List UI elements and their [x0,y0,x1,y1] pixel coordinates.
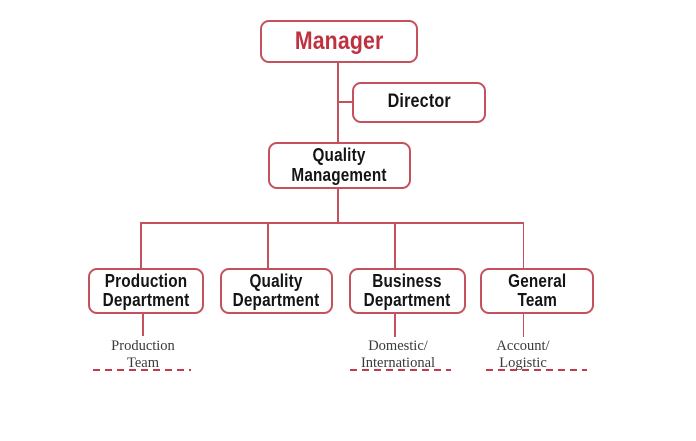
node-production-department: Production Department [88,268,204,314]
connector-drop-general-team [522,222,524,268]
connector-stub-account-logistic [522,314,524,337]
dashed-line-production-team [93,369,191,371]
connector-quality-management-to-bus [337,189,339,223]
connector-stub-domestic-international [394,314,396,337]
node-quality-management-label: Quality Management [292,146,387,184]
node-general-team-line1: General [507,270,567,291]
node-quality-management-line1: Quality [312,145,367,166]
connector-stub-production-team [142,314,144,336]
node-production-department-label: Production Department [102,270,190,310]
node-quality-department-label: Quality Department [233,270,320,310]
node-general-team-label: General Team [507,270,567,310]
node-general-team-line2: Team [517,290,557,310]
connector-drop-production-department [140,222,142,268]
node-general-team: General Team [480,268,594,314]
node-quality-department-line2: Department [233,290,320,310]
node-business-department-line2: Department [364,290,451,310]
node-manager: Manager [260,20,418,63]
connector-horizontal-bus [140,222,524,224]
sub-label-account-logistic-line1: Account/ [496,338,550,354]
node-quality-department: Quality Department [220,268,333,314]
connector-stub-to-director [337,101,353,103]
node-director: Director [352,82,486,123]
node-production-department-line2: Department [102,290,190,310]
sub-label-account-logistic-line2: Logistic [499,354,547,371]
sub-label-production-team-line2: Team [127,354,159,371]
sub-label-production-team: Production Team [83,338,203,371]
node-production-department-line1: Production [104,270,188,291]
dashed-line-domestic-international [350,369,451,371]
sub-label-domestic-international-line2: International [360,354,436,371]
node-quality-department-line1: Quality [249,270,304,291]
sub-label-domestic-international: Domestic/ International [338,338,458,371]
sub-label-domestic-international-line1: Domestic/ [368,338,428,354]
node-business-department-label: Business Department [364,270,451,310]
dashed-line-account-logistic [486,369,587,371]
sub-label-production-team-line1: Production [111,338,175,354]
connector-drop-business-department [394,222,396,268]
node-business-department: Business Department [349,268,466,314]
sub-label-account-logistic: Account/ Logistic [463,338,583,371]
node-manager-label: Manager [294,27,384,56]
connector-drop-quality-department [267,222,269,268]
node-business-department-line1: Business [372,270,443,291]
node-quality-management: Quality Management [268,142,411,189]
node-director-label: Director [387,91,451,113]
node-quality-management-line2: Management [291,164,388,185]
